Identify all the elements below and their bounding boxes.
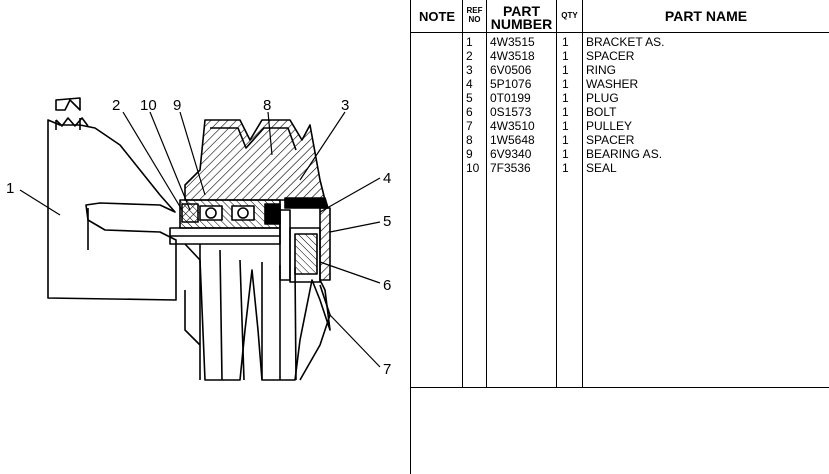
col-divider-partnumber (556, 0, 557, 388)
cell-part-number: 6V0506 (490, 63, 532, 77)
cell-part-number: 5P1076 (490, 77, 532, 91)
cell-part-number: 4W3518 (490, 49, 535, 63)
parts-table: NOTE REF NO PART NUMBER QTY PART NAME 1 4… (410, 0, 829, 474)
col-divider-ref (486, 0, 487, 388)
cell-ref: 1 (466, 35, 473, 49)
cell-part-number: 1W5648 (490, 133, 535, 147)
cell-ref: 7 (466, 119, 473, 133)
cell-part-name: SPACER (586, 133, 635, 147)
cell-qty: 1 (562, 133, 569, 147)
cell-part-number: 4W3515 (490, 35, 535, 49)
cell-part-number: 6V9340 (490, 147, 532, 161)
cell-part-name: RING (586, 63, 616, 77)
pulley-upper-section (184, 119, 326, 201)
leader-lines (19, 111, 381, 368)
cell-part-name: SPACER (586, 49, 635, 63)
header-note: NOTE (418, 9, 456, 24)
cell-part-number: 0S1573 (490, 105, 532, 119)
cell-part-number: 7F3536 (490, 161, 531, 175)
bolt-assembly (279, 197, 331, 283)
header-partname: PART NAME (664, 8, 748, 24)
pulley-assembly-diagram: 1 2 10 9 8 3 4 5 6 7 (6, 97, 391, 381)
cell-part-name: BRACKET AS. (586, 35, 665, 49)
cell-ref: 2 (466, 49, 473, 63)
callout-7: 7 (383, 361, 391, 378)
cell-qty: 1 (562, 63, 569, 77)
callout-8: 8 (263, 97, 271, 114)
callout-4: 4 (383, 170, 391, 187)
cell-ref: 8 (466, 133, 473, 147)
cell-ref: 6 (466, 105, 473, 119)
cell-qty: 1 (562, 77, 569, 91)
cell-part-name: PULLEY (586, 119, 633, 133)
cell-qty: 1 (562, 161, 569, 175)
cell-qty: 1 (562, 35, 569, 49)
pulley-lower-view (184, 243, 331, 381)
cell-part-name: PLUG (586, 91, 619, 105)
callout-5: 5 (383, 213, 391, 230)
cell-ref: 3 (466, 63, 473, 77)
col-divider-qty (582, 0, 583, 388)
cell-part-number: 0T0199 (490, 91, 531, 105)
cell-qty: 1 (562, 147, 569, 161)
table-left-border (410, 0, 411, 474)
bearing-section (179, 199, 281, 229)
cell-part-name: WASHER (586, 77, 639, 91)
callout-6: 6 (383, 277, 391, 294)
cell-part-name: SEAL (586, 161, 617, 175)
header-ref-line2: NO (468, 15, 481, 24)
cell-part-name: BOLT (586, 105, 617, 119)
header-divider (410, 32, 829, 33)
header-qty: QTY (561, 11, 578, 20)
cell-part-name: BEARING AS. (586, 147, 663, 161)
header-partnumber-line1: PART (502, 3, 541, 19)
cell-ref: 10 (466, 161, 480, 175)
callout-3: 3 (341, 97, 349, 114)
cell-qty: 1 (562, 49, 569, 63)
shaft-shape (169, 227, 281, 245)
cell-part-number: 4W3510 (490, 119, 535, 133)
cell-ref: 5 (466, 91, 473, 105)
callout-2: 2 (112, 97, 120, 114)
cell-ref: 4 (466, 77, 473, 91)
table-bottom-line (410, 387, 829, 388)
header-ref-line1: REF (466, 6, 483, 15)
cell-qty: 1 (562, 91, 569, 105)
cell-qty: 1 (562, 119, 569, 133)
bracket-shape (47, 97, 177, 301)
callout-10: 10 (140, 97, 157, 114)
callout-9: 9 (173, 97, 181, 114)
cell-qty: 1 (562, 105, 569, 119)
header-partnumber-line2: NUMBER (490, 16, 553, 32)
callout-1: 1 (6, 180, 14, 197)
cell-ref: 9 (466, 147, 473, 161)
col-divider-note (462, 0, 463, 388)
